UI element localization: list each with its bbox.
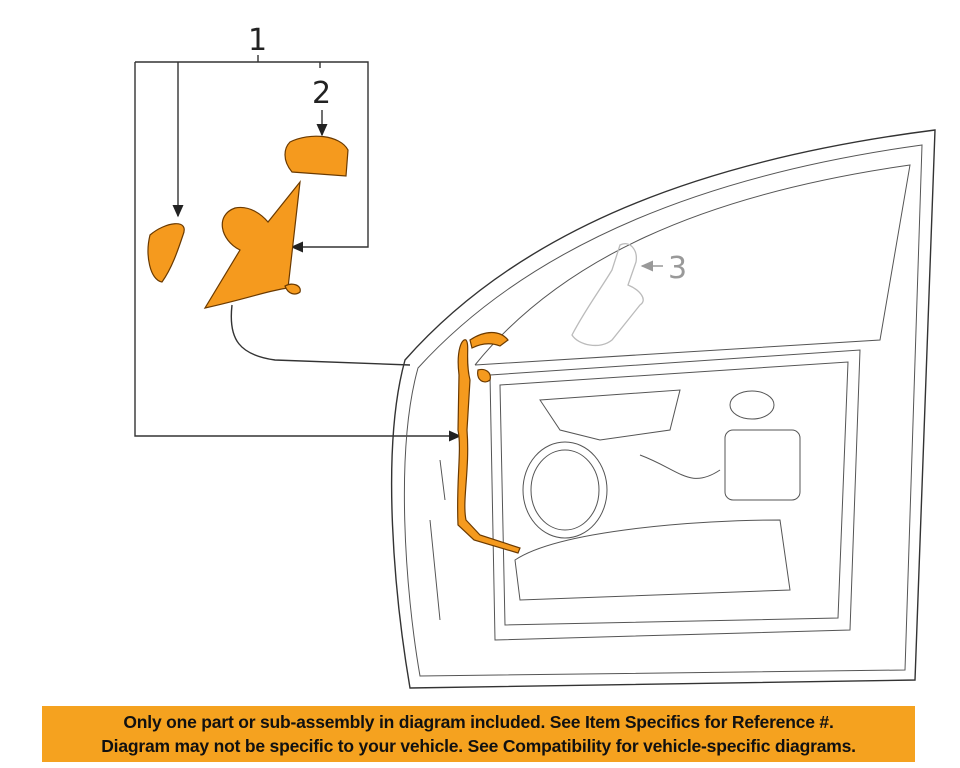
callout-2-label: 2	[312, 76, 331, 111]
disclaimer-line-2: Diagram may not be specific to your vehi…	[101, 736, 856, 756]
callout-1-leaders	[134, 55, 663, 442]
mirror-assembly-parts	[147, 135, 521, 554]
part-3-outline	[571, 243, 644, 347]
mirror-housing-part	[203, 180, 301, 309]
mirror-connector-part	[284, 283, 301, 295]
door-mirror-parts-diagram: 1 2 3	[134, 23, 936, 689]
door-outline	[230, 129, 936, 689]
mirror-cover-part	[284, 135, 349, 177]
disclaimer-line-1: Only one part or sub-assembly in diagram…	[123, 712, 834, 732]
disclaimer-banner: Only one part or sub-assembly in diagram…	[42, 706, 915, 762]
mirror-cap-part	[147, 223, 185, 283]
callout-1-label: 1	[248, 23, 267, 58]
callout-3-label: 3	[668, 251, 687, 286]
wiring-harness-part	[457, 339, 521, 554]
